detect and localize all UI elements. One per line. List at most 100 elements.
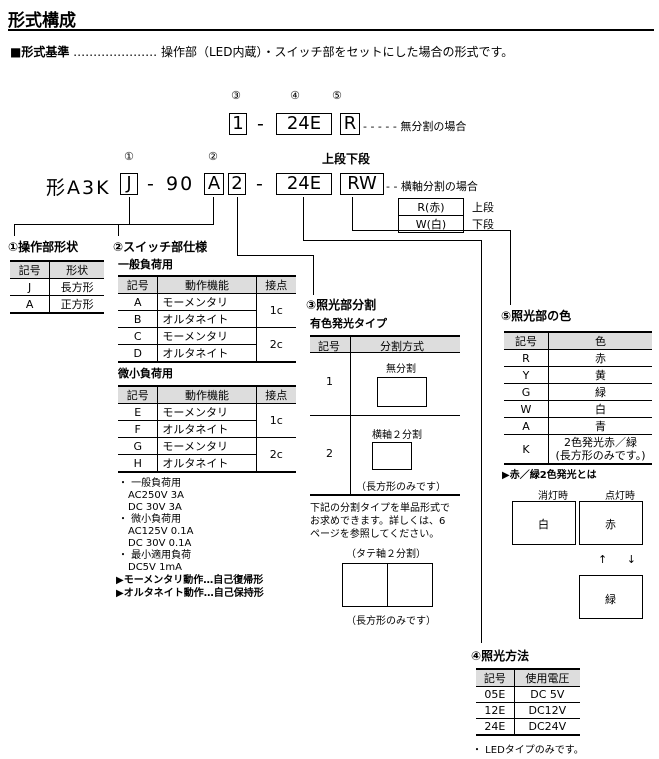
table-cell: 2c xyxy=(255,437,296,473)
table-cell: 動作機能 xyxy=(157,385,257,404)
triangle-icon: ▶ xyxy=(116,575,124,586)
sec2-general-table: 記号 動作機能 接点 A モーメンタリ 1c B オルタネイト C モーメンタリ… xyxy=(118,275,296,363)
legend-line: ▶オルタネイト動作…自己保持形 xyxy=(116,588,264,599)
model1-code-4: 24E xyxy=(276,113,332,135)
sec1-table: 記号 形状 J 長方形 A 正方形 xyxy=(10,260,104,314)
model1-code-5: R xyxy=(340,113,360,135)
lamp-off-white xyxy=(512,501,576,545)
lamp-vertical-left xyxy=(342,563,388,607)
model2-code-3: 2 xyxy=(228,173,246,195)
model1-num-3: ③ xyxy=(231,89,241,102)
table-cell: 緑 xyxy=(548,383,652,401)
model1-note: - - - - - 無分割の場合 xyxy=(363,120,467,133)
connector-line xyxy=(481,240,482,643)
sec3-head-code: 記号 xyxy=(318,340,340,353)
connector-line xyxy=(352,197,353,230)
table-cell: 記号 xyxy=(476,668,515,687)
note-line: DC 30V 0.1A xyxy=(128,538,192,549)
sec3-title: ③照光部分割 xyxy=(306,298,377,312)
table-row: B オルタネイト xyxy=(118,310,296,328)
table-row: G モーメンタリ 2c xyxy=(118,437,296,473)
model2-code-5: RW xyxy=(340,173,384,195)
table-cell: A xyxy=(10,295,50,314)
sec3-code-1: 1 xyxy=(326,375,333,388)
table-cell: 形状 xyxy=(49,260,104,279)
subtitle: ■形式基準 ………………… 操作部（LED内蔵）・スイッチ部をセットにした場合の… xyxy=(10,43,513,60)
table-cell: 正方形 xyxy=(49,295,104,314)
table-row: K 2色発光赤／緑(長方形のみです。) xyxy=(504,434,652,465)
table-cell: 記号 xyxy=(118,275,158,294)
note-line: DC5V 1mA xyxy=(128,562,183,573)
model2-dash1: - xyxy=(147,173,156,195)
note-line: AC125V 0.1A xyxy=(128,526,194,537)
table-cell: 2色発光赤／緑(長方形のみです。) xyxy=(548,434,652,465)
table-cell: オルタネイト xyxy=(157,344,257,363)
connector-line xyxy=(118,224,119,236)
sec3-note-2: （長方形のみです） xyxy=(356,482,446,493)
white-label: 白 xyxy=(538,518,549,531)
table-cell: 色 xyxy=(548,331,652,350)
sec3-header xyxy=(310,335,460,353)
model2-mid: 90 xyxy=(166,173,195,195)
legend-line: ▶モーメンタリ動作…自己復帰形 xyxy=(116,575,264,586)
table-row: H オルタネイト xyxy=(118,454,296,473)
page-title: 形式構成 xyxy=(8,11,76,31)
connector-line xyxy=(14,224,15,236)
model2-code-2: A xyxy=(204,173,224,195)
table-cell: モーメンタリ xyxy=(157,403,257,421)
table-cell: G xyxy=(504,383,549,401)
green-label: 緑 xyxy=(605,593,616,606)
table-cell: 青 xyxy=(548,417,652,435)
table-cell: D xyxy=(118,344,158,363)
table-header: 記号 動作機能 接点 xyxy=(118,385,296,404)
table-row: A 正方形 xyxy=(10,295,104,314)
note-line: ・ 一般負荷用 xyxy=(118,478,182,489)
table-cell: R(赤) xyxy=(398,198,464,216)
sec1-title: ①操作部形状 xyxy=(8,240,79,254)
table-divider xyxy=(310,415,460,416)
table-cell: K xyxy=(504,434,549,465)
model2-num-1: ① xyxy=(124,150,134,163)
table-cell: モーメンタリ xyxy=(157,437,257,455)
table-cell: 赤 xyxy=(548,349,652,367)
sec2-notes: ・ 一般負荷用 AC250V 3A DC 30V 3A ・ 微小負荷用 AC12… xyxy=(118,478,194,574)
sec3-tate-note: （長方形のみです） xyxy=(346,616,436,627)
sec3-code-2: 2 xyxy=(326,447,333,460)
table-row: J 長方形 xyxy=(10,278,104,296)
table-row: E モーメンタリ 1c xyxy=(118,403,296,438)
table-cell: 接点 xyxy=(255,385,296,404)
sec2-micro: 微小負荷用 xyxy=(118,367,173,380)
sec4-note: ・ LEDタイプのみです。 xyxy=(472,745,584,756)
triangle-icon: ▶ xyxy=(502,470,510,481)
table-header: 記号 使用電圧 xyxy=(476,668,580,687)
sec3-head-method: 分割方式 xyxy=(380,340,424,353)
swap-arrows-icon: ↑ ↓ xyxy=(598,553,644,566)
table-cell: 記号 xyxy=(118,385,158,404)
subtitle-dots: ………………… xyxy=(73,45,158,59)
model1-dash: - xyxy=(257,113,266,135)
model2-code-4: 24E xyxy=(276,173,332,195)
table-cell: オルタネイト xyxy=(157,310,257,328)
table-cell: 24E xyxy=(476,718,515,736)
table-cell: H xyxy=(118,454,158,473)
lamp-undivided xyxy=(377,377,427,407)
note-line: AC250V 3A xyxy=(128,490,184,501)
title-rule xyxy=(8,29,654,31)
table-header: 記号 形状 xyxy=(10,260,104,279)
table-cell: オルタネイト xyxy=(157,420,257,438)
table-cell: 1c xyxy=(255,293,296,328)
connector-line xyxy=(303,240,481,241)
off-label: 消灯時 xyxy=(538,491,568,502)
table-row: A モーメンタリ 1c xyxy=(118,293,296,328)
table-cell: 下段 xyxy=(472,218,494,231)
triangle-icon: ▶ xyxy=(116,588,124,599)
table-cell: R xyxy=(504,349,549,367)
table-cell: W(白) xyxy=(398,215,464,233)
on-label: 点灯時 xyxy=(605,491,635,502)
